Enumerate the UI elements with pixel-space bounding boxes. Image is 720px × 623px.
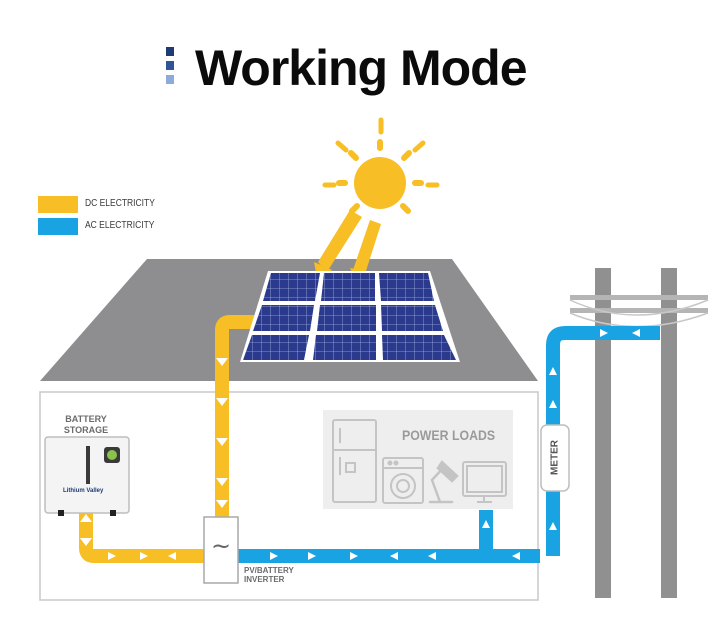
ac-legend-label: AC ELECTRICITY (85, 220, 155, 231)
inverter-box[interactable] (203, 516, 239, 584)
flow-arrows (80, 329, 640, 560)
battery-storage-unit[interactable] (44, 436, 130, 516)
inverter-label-line1: PV/BATTERY (244, 566, 294, 575)
battery-label: BATTERY STORAGE (50, 414, 122, 436)
power-loads-panel (323, 410, 513, 509)
desk-lamp-icon (428, 460, 459, 504)
inverter-symbol: ~ (210, 532, 232, 560)
battery-label-line1: BATTERY (65, 414, 107, 424)
power-loads-label: POWER LOADS (402, 427, 496, 443)
solar-panel-icon (240, 271, 460, 362)
dc-route (79, 315, 272, 563)
page-title: Working Mode (195, 40, 528, 96)
dc-legend-swatch (38, 196, 78, 213)
washing-machine-icon (382, 457, 424, 504)
brand-logo: Lithium Valley (63, 488, 104, 494)
title-accent-icon (166, 47, 174, 85)
power-pole-icon (569, 268, 709, 598)
fridge-icon (332, 419, 377, 503)
meter-box[interactable] (540, 424, 570, 492)
tv-icon (462, 461, 507, 503)
inverter-label: PV/BATTERY INVERTER (244, 566, 294, 584)
dc-legend-label: DC ELECTRICITY (85, 198, 155, 209)
ac-route (236, 326, 660, 563)
sun-icon (314, 117, 440, 285)
battery-label-line2: STORAGE (63, 425, 109, 435)
ac-legend-swatch (38, 218, 78, 235)
inverter-label-line2: INVERTER (244, 575, 285, 584)
meter-label: METER (549, 440, 561, 475)
